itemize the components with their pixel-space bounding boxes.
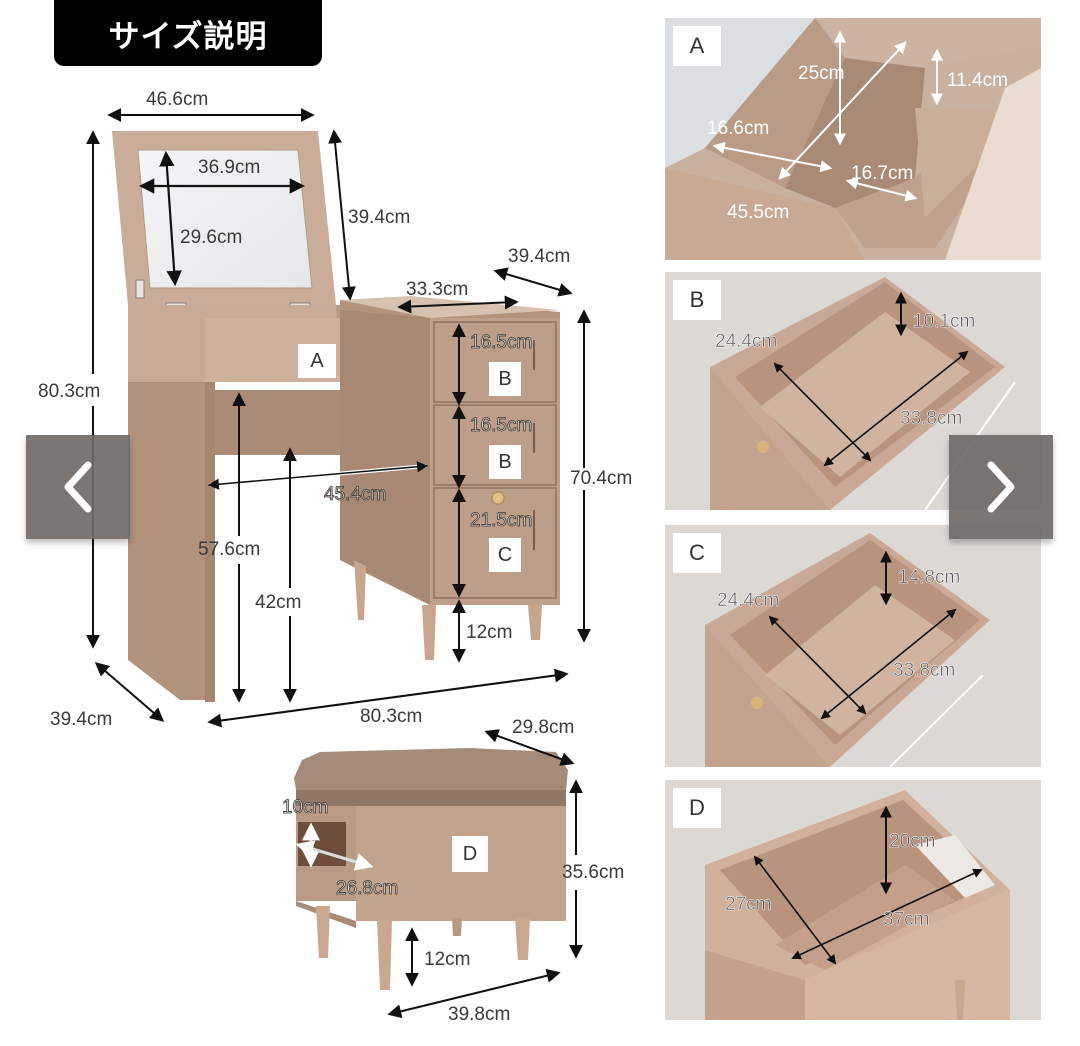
dim-drawer-c-height: 21.5cm — [470, 510, 533, 531]
thumb-a-dim-left-width: 16.6cm — [707, 118, 770, 139]
thumb-a-dim-length: 45.5cm — [727, 202, 790, 223]
thumbnail-drawer-c[interactable]: C 14.8cm 24.4cm 33.8cm — [665, 525, 1041, 767]
thumb-c-dim-width: 24.4cm — [717, 590, 780, 611]
dim-knee-clearance: 42cm — [255, 592, 302, 613]
thumb-b-dim-length: 33.8cm — [900, 408, 963, 429]
thumbnail-stool-d[interactable]: D 20cm 27cm 37cm — [665, 780, 1041, 1020]
thumb-a-dim-right-width: 16.7cm — [851, 163, 914, 184]
chevron-right-icon — [987, 461, 1015, 513]
dim-total-height: 80.3cm — [38, 381, 101, 402]
drawer-b1-label: B — [489, 362, 521, 396]
thumbnail-compartment-a[interactable]: A 25cm 11.4cm 16.6cm 16.7cm 45.5cm — [665, 18, 1041, 260]
dim-desk-depth: 39.4cm — [50, 709, 113, 730]
thumb-d-dim-height: 20cm — [889, 831, 936, 852]
dim-stool-width: 39.8cm — [448, 1004, 511, 1025]
drawer-b2-label: B — [489, 445, 521, 479]
chevron-left-icon — [64, 461, 92, 513]
dim-drawer-b1-height: 16.5cm — [470, 332, 533, 353]
dim-stool-opening-height: 10cm — [282, 797, 329, 818]
thumb-c-dim-length: 33.8cm — [893, 660, 956, 681]
thumbnail-b-label: B — [673, 280, 721, 320]
thumb-c-dim-height: 14.8cm — [898, 567, 961, 588]
thumb-b-dim-height: 10.1cm — [913, 311, 976, 332]
next-image-button[interactable] — [949, 435, 1053, 539]
drawer-c-photo — [665, 525, 1041, 767]
thumbnail-a-label: A — [673, 26, 721, 66]
dim-stool-depth: 29.8cm — [512, 717, 575, 738]
dim-chest-width: 33.3cm — [406, 279, 469, 300]
stool-d-photo — [665, 780, 1041, 1020]
drawer-c-label: C — [489, 538, 521, 572]
dim-lid-height: 39.4cm — [348, 207, 411, 228]
thumb-d-dim-width: 27cm — [725, 894, 772, 915]
dim-lid-width: 46.6cm — [146, 89, 209, 110]
compartment-a-label: A — [298, 344, 336, 378]
dim-chest-depth: 39.4cm — [508, 246, 571, 267]
dim-desk-height: 57.6cm — [198, 539, 261, 560]
prev-image-button[interactable] — [26, 435, 130, 539]
thumb-a-dim-depth: 25cm — [798, 63, 845, 84]
page-title: サイズ説明 — [54, 0, 322, 66]
dim-mirror-height: 29.6cm — [180, 227, 243, 248]
dim-stool-leg-height: 12cm — [424, 949, 471, 970]
dim-total-width: 80.3cm — [360, 706, 423, 727]
dim-stool-opening-width: 26.8cm — [336, 878, 399, 899]
thumb-a-dim-divider-height: 11.4cm — [947, 70, 1008, 91]
stool-d-label: D — [452, 836, 488, 872]
dim-chest-leg-height: 12cm — [466, 622, 513, 643]
dim-drawer-b2-height: 16.5cm — [470, 415, 533, 436]
compartment-a-photo — [665, 18, 1041, 260]
dim-knee-width: 45.4cm — [324, 484, 387, 505]
thumbnail-d-label: D — [673, 788, 721, 828]
thumbnail-c-label: C — [673, 533, 721, 573]
dim-chest-height: 70.4cm — [570, 468, 633, 489]
thumb-b-dim-width: 24.4cm — [715, 331, 778, 352]
thumb-d-dim-length: 37cm — [883, 909, 930, 930]
dim-mirror-width: 36.9cm — [198, 157, 261, 178]
dim-stool-height: 35.6cm — [562, 862, 625, 883]
